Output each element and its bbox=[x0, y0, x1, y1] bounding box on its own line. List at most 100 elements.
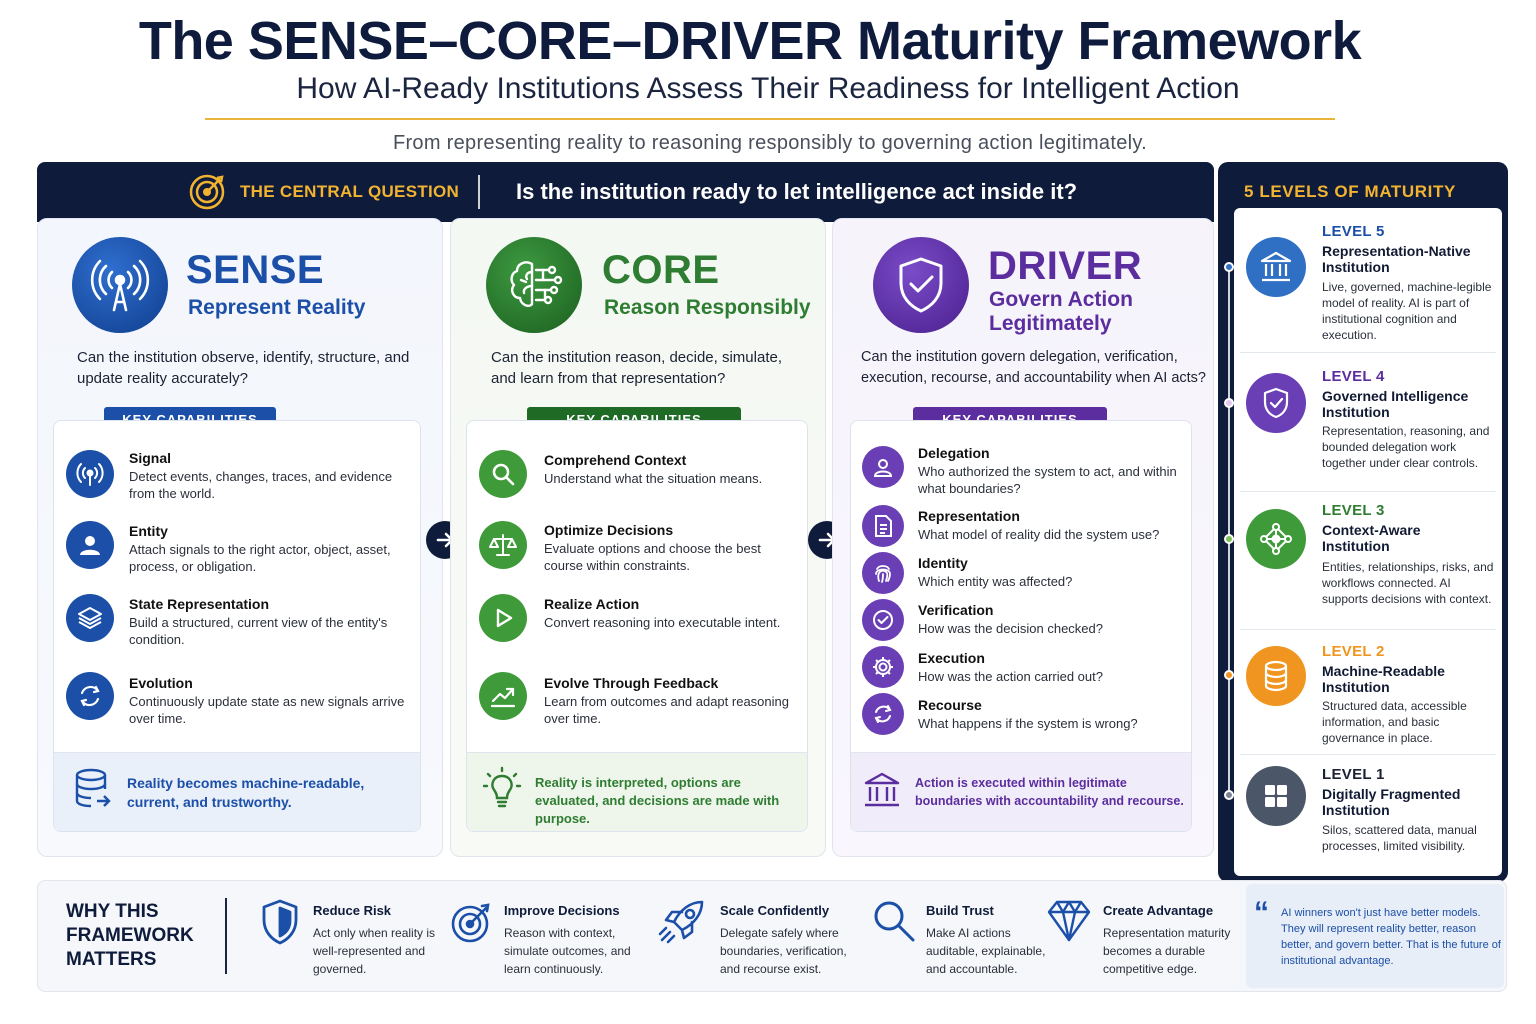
tagline: From representing reality to reasoning r… bbox=[392, 132, 1148, 154]
level-dot bbox=[1224, 790, 1234, 800]
core-title: CORE bbox=[602, 248, 720, 292]
core-cap-desc: Understand what the situation means. bbox=[544, 471, 763, 486]
sense-cap-title: Signal bbox=[129, 450, 172, 466]
document-icon bbox=[862, 505, 904, 547]
person-icon bbox=[66, 521, 114, 569]
level-dot bbox=[1224, 534, 1234, 544]
sense-cap-title: Entity bbox=[129, 523, 168, 539]
why-item-desc: Make AI actions auditable, explainable, … bbox=[926, 926, 1046, 976]
why-item-title: Build Trust bbox=[926, 903, 994, 918]
level-desc: Representation, reasoning, and bounded d… bbox=[1322, 424, 1490, 470]
core-footer-text: Reality is interpreted, options are eval… bbox=[535, 775, 780, 826]
core-subtitle: Reason Responsibly bbox=[604, 296, 811, 319]
level-dot bbox=[1224, 398, 1234, 408]
divider bbox=[478, 175, 480, 209]
network-icon bbox=[1246, 509, 1306, 569]
why-title: WHY THIS FRAMEWORK MATTERS bbox=[66, 901, 194, 970]
level-name: Context-Aware Institution bbox=[1322, 522, 1421, 554]
check-icon bbox=[862, 599, 904, 641]
core-question: Can the institution reason, decide, simu… bbox=[491, 349, 782, 387]
why-item-desc: Reason with context, simulate outcomes, … bbox=[504, 926, 631, 976]
level-separator bbox=[1240, 352, 1496, 353]
core-cap-desc: Learn from outcomes and adapt reasoning … bbox=[544, 694, 789, 726]
play-icon bbox=[479, 594, 527, 642]
level-number: LEVEL 1 bbox=[1322, 766, 1385, 783]
signal-icon bbox=[66, 450, 114, 498]
driver-cap-desc: How was the decision checked? bbox=[918, 621, 1103, 636]
institution-icon bbox=[862, 770, 902, 815]
core-cap-desc: Evaluate options and choose the best cou… bbox=[544, 541, 761, 573]
driver-cap-title: Recourse bbox=[918, 697, 982, 713]
driver-footer-text: Action is executed within legitimate bou… bbox=[915, 776, 1184, 808]
central-question-text: Is the institution ready to let intellig… bbox=[516, 179, 1078, 204]
level-number: LEVEL 3 bbox=[1322, 502, 1385, 519]
core-footer bbox=[467, 752, 807, 831]
level-number: LEVEL 4 bbox=[1322, 368, 1385, 385]
grid-icon bbox=[1246, 766, 1306, 826]
gear-icon bbox=[862, 646, 904, 688]
level-separator bbox=[1240, 754, 1496, 755]
why-item-title: Scale Confidently bbox=[720, 903, 830, 918]
trend-icon bbox=[479, 672, 527, 720]
driver-cap-desc: How was the action carried out? bbox=[918, 669, 1103, 684]
level-name: Digitally Fragmented Institution bbox=[1322, 786, 1461, 818]
level-desc: Live, governed, machine-legible model of… bbox=[1322, 280, 1492, 342]
driver-footer bbox=[851, 752, 1191, 831]
driver-question: Can the institution govern delegation, v… bbox=[861, 349, 1206, 386]
levels-timeline bbox=[1228, 266, 1230, 796]
sense-cap-desc: Attach signals to the right actor, objec… bbox=[129, 542, 391, 574]
fingerprint-icon bbox=[862, 552, 904, 594]
sense-title: SENSE bbox=[186, 248, 325, 292]
shield-icon bbox=[258, 898, 302, 951]
institution-icon bbox=[1246, 237, 1306, 297]
driver-cap-title: Representation bbox=[918, 508, 1020, 524]
level-name: Governed Intelligence Institution bbox=[1322, 388, 1469, 420]
quote-box bbox=[1246, 884, 1504, 988]
title-rule bbox=[205, 118, 1335, 120]
refresh-icon bbox=[862, 693, 904, 735]
database-icon bbox=[74, 767, 112, 816]
driver-cap-title: Identity bbox=[918, 555, 968, 571]
sense-cap-desc: Detect events, changes, traces, and evid… bbox=[129, 469, 393, 501]
subtitle: How AI-Ready Institutions Assess Their R… bbox=[296, 72, 1240, 105]
rocket-icon bbox=[656, 896, 708, 953]
level-name: Representation-Native Institution bbox=[1322, 243, 1471, 275]
level-dot bbox=[1224, 262, 1234, 272]
lightbulb-icon bbox=[482, 766, 522, 815]
main-title: The SENSE–CORE–DRIVER Maturity Framework bbox=[138, 11, 1362, 71]
layers-icon bbox=[66, 594, 114, 642]
sense-question: Can the institution observe, identify, s… bbox=[77, 349, 410, 387]
why-item-title: Reduce Risk bbox=[313, 903, 392, 918]
driver-title: DRIVER bbox=[988, 244, 1143, 288]
why-item-desc: Act only when reality is well-represente… bbox=[313, 926, 436, 976]
sense-cap-desc: Build a structured, current view of the … bbox=[129, 615, 388, 647]
magnifier-icon bbox=[479, 450, 527, 498]
central-question-label: THE CENTRAL QUESTION bbox=[240, 182, 460, 201]
scales-icon bbox=[479, 521, 527, 569]
why-item-title: Improve Decisions bbox=[504, 903, 620, 918]
diamond-icon bbox=[1045, 898, 1093, 949]
central-question-bar bbox=[37, 162, 1214, 222]
core-cap-desc: Convert reasoning into executable intent… bbox=[544, 615, 781, 630]
driver-cap-title: Delegation bbox=[918, 445, 990, 461]
level-separator bbox=[1240, 491, 1496, 492]
database-icon bbox=[1246, 646, 1306, 706]
magnifier-icon bbox=[871, 898, 917, 949]
target-icon bbox=[450, 900, 494, 949]
level-desc: Silos, scattered data, manual processes,… bbox=[1322, 823, 1477, 853]
driver-cap-desc: Which entity was affected? bbox=[918, 574, 1073, 589]
level-separator bbox=[1240, 629, 1496, 630]
core-cap-title: Evolve Through Feedback bbox=[544, 675, 719, 691]
target-icon bbox=[188, 173, 226, 211]
sense-cap-desc: Continuously update state as new signals… bbox=[129, 694, 405, 726]
core-cap-title: Comprehend Context bbox=[544, 452, 687, 468]
level-desc: Entities, relationships, risks, and work… bbox=[1322, 560, 1494, 606]
sense-cap-title: Evolution bbox=[129, 675, 193, 691]
levels-title: 5 LEVELS OF MATURITY bbox=[1244, 182, 1456, 201]
quote-icon: “ bbox=[1254, 896, 1269, 929]
shield-icon bbox=[1246, 373, 1306, 433]
person-icon bbox=[862, 446, 904, 488]
shield-check-icon bbox=[873, 237, 969, 333]
core-cap-title: Realize Action bbox=[544, 596, 640, 612]
driver-cap-desc: What model of reality did the system use… bbox=[918, 527, 1160, 542]
